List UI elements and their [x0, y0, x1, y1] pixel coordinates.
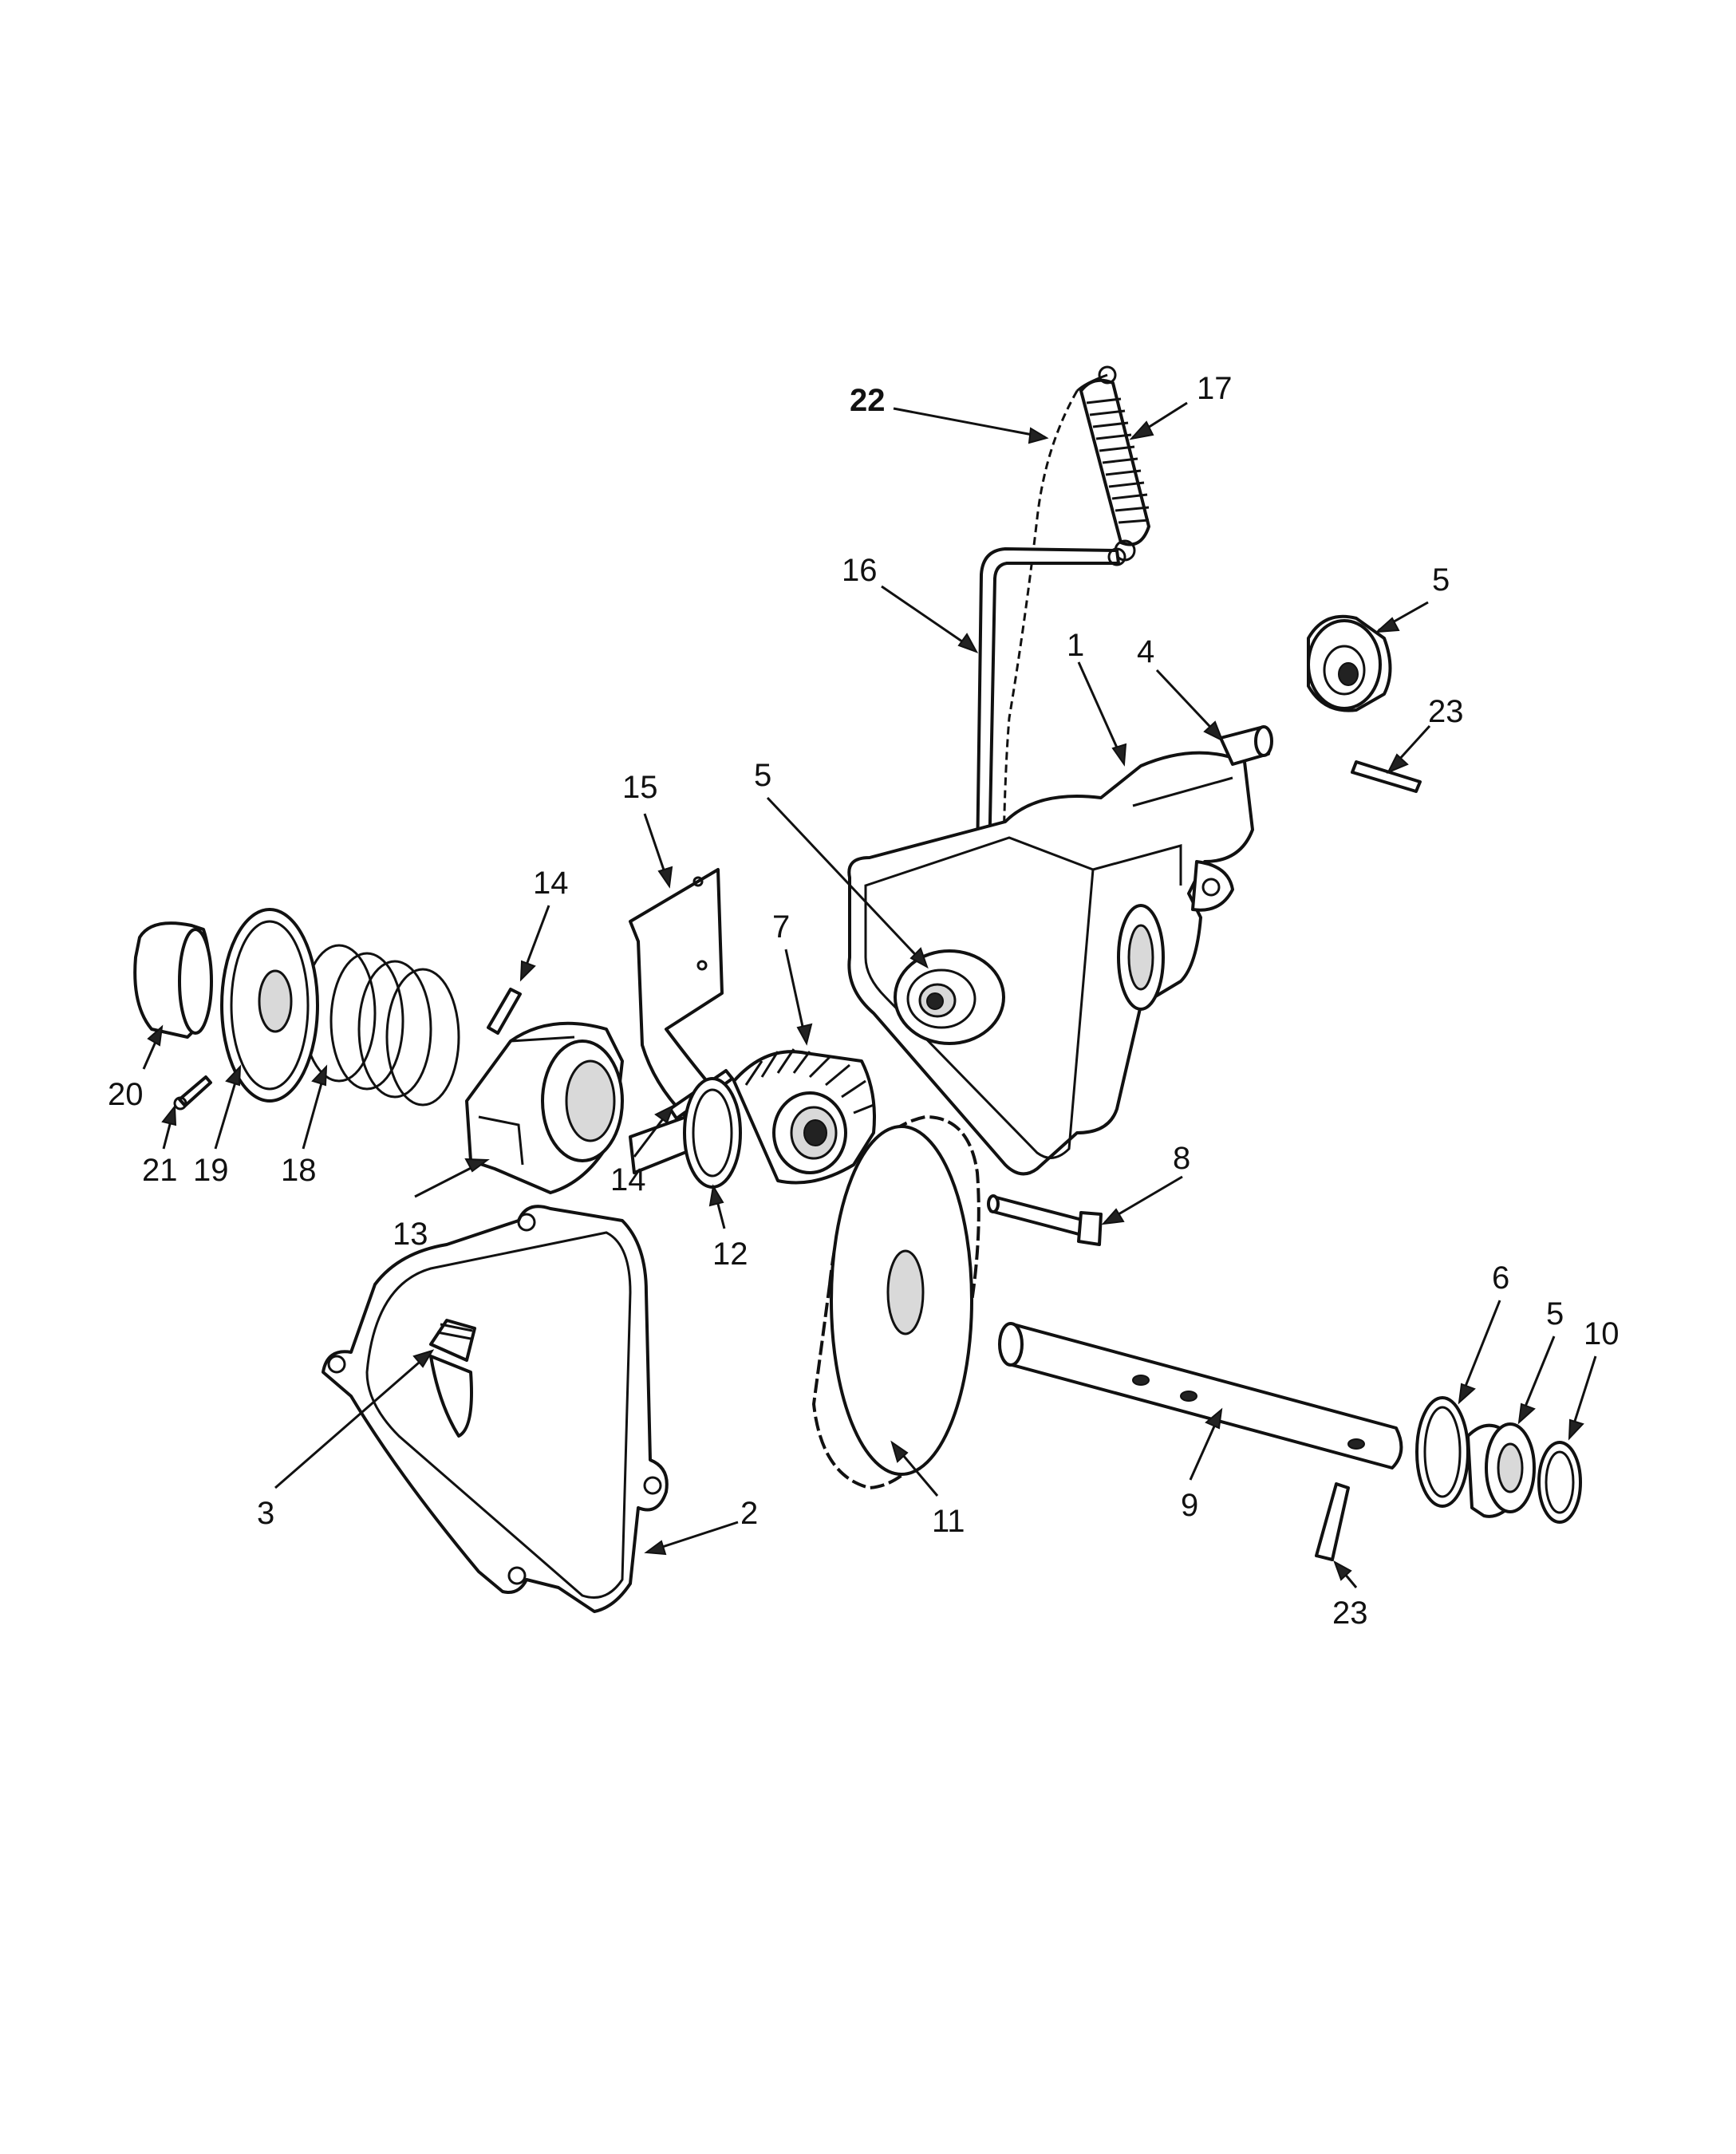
bevel-gear-7: [732, 1048, 876, 1185]
key-23-bottom: [1315, 1482, 1350, 1561]
cover-2: [322, 1205, 669, 1613]
callout-20: 20: [108, 1077, 144, 1112]
bearing-5-bottom: [1466, 1422, 1536, 1518]
ring-12: [683, 1077, 742, 1189]
callout-3: 3: [257, 1496, 274, 1531]
snap-ring-10: [1537, 1441, 1582, 1524]
callout-4: 4: [1137, 634, 1154, 669]
callout-5-top: 5: [1432, 562, 1450, 598]
callout-23-bottom: 23: [1332, 1596, 1368, 1631]
callout-18: 18: [281, 1153, 317, 1188]
callout-21: 21: [142, 1153, 178, 1188]
callout-23-top: 23: [1428, 694, 1464, 729]
pin-14-upper: [487, 988, 522, 1035]
callout-5-center: 5: [754, 758, 771, 793]
washer-19: [220, 908, 319, 1103]
callout-8: 8: [1173, 1141, 1190, 1176]
shaft-4: [1219, 725, 1273, 766]
fitting-3: [429, 1319, 476, 1438]
bearing-5-top: [1307, 614, 1392, 712]
callout-1: 1: [1067, 628, 1084, 663]
ring-6: [1415, 1396, 1470, 1508]
callout-2: 2: [740, 1496, 758, 1531]
callout-15: 15: [622, 770, 658, 805]
callout-10: 10: [1584, 1316, 1620, 1351]
clutch-collar-13: [465, 1021, 624, 1194]
bearing-5-center: [894, 949, 1005, 1045]
callout-12: 12: [712, 1237, 748, 1272]
callout-14-upper: 14: [533, 866, 569, 901]
callout-6: 6: [1492, 1260, 1509, 1296]
coil-spring-18: [302, 944, 460, 1107]
callout-19: 19: [193, 1153, 229, 1188]
key-23-top: [1351, 760, 1422, 793]
cap-20: [133, 921, 213, 1039]
ring-gear-11: [812, 1115, 980, 1489]
gear-housing-1: [847, 751, 1254, 1176]
cotter-pin-21: [173, 1075, 212, 1111]
bolt-8: [987, 1194, 1103, 1246]
callout-7: 7: [772, 909, 790, 945]
chain-22: [1002, 373, 1108, 846]
callout-11: 11: [932, 1504, 965, 1539]
leader-lines: [142, 401, 1597, 1588]
callout-17: 17: [1197, 371, 1233, 406]
callout-22: 22: [850, 383, 886, 418]
callout-5-bottom: 5: [1546, 1296, 1564, 1331]
callout-labels: 22 17 16 1 4 5 23 15 5 14 7 20 21 19 18 …: [108, 371, 1620, 1631]
spring-17: [1079, 365, 1150, 562]
callout-13: 13: [393, 1217, 428, 1252]
lever-rod-16: [960, 547, 1126, 863]
callout-9: 9: [1181, 1488, 1198, 1523]
callout-16: 16: [842, 553, 878, 588]
shaft-tube-9: [998, 1322, 1403, 1470]
callout-14-lower: 14: [610, 1162, 646, 1197]
